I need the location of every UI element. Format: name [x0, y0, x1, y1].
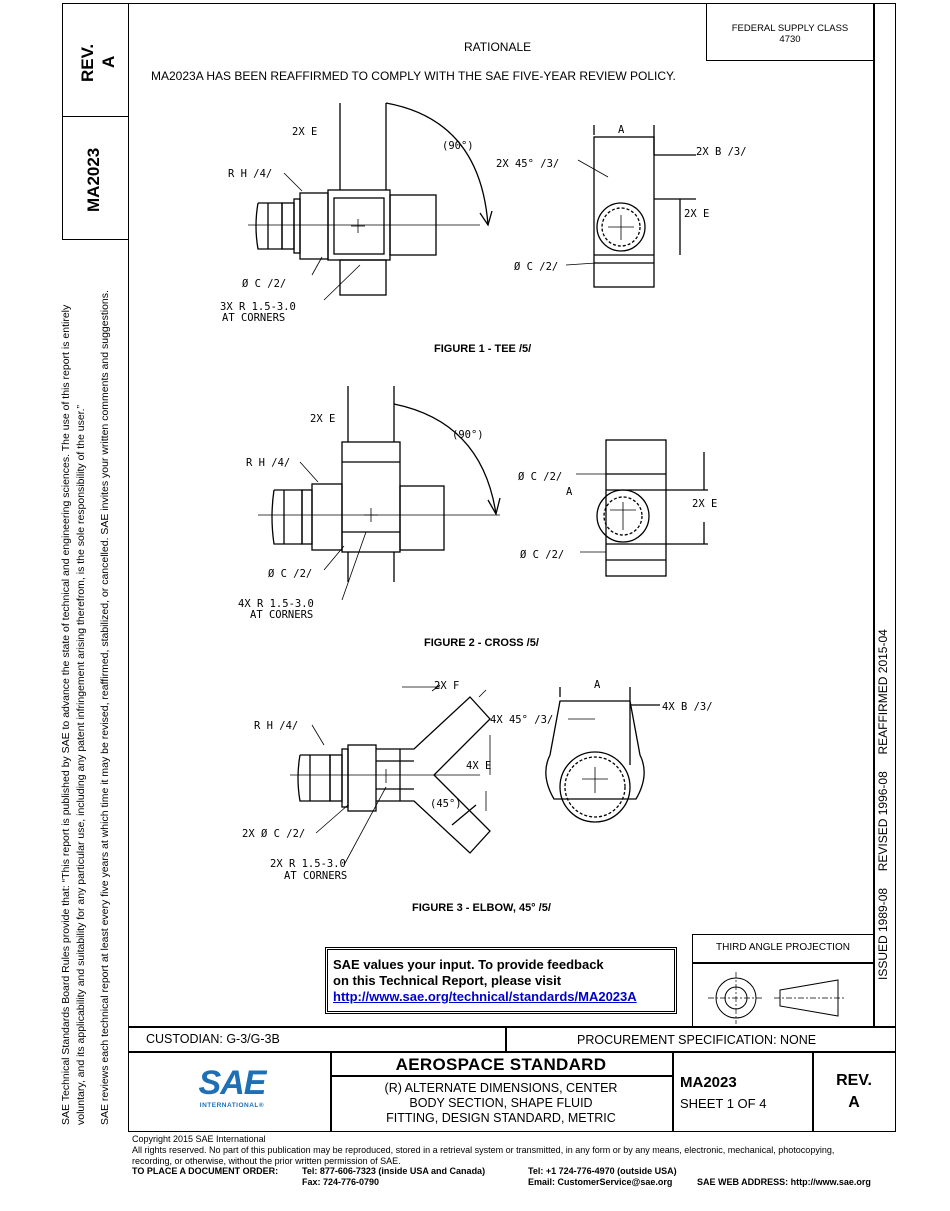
svg-text:Ø C /2/: Ø C /2/: [242, 278, 286, 290]
feedback-link[interactable]: http://www.sae.org/technical/standards/M…: [333, 989, 637, 1004]
copyright: Copyright 2015 SAE International: [132, 1134, 266, 1144]
svg-text:2X B /3/: 2X B /3/: [696, 146, 747, 158]
projection-box: [692, 934, 874, 1028]
svg-text:A: A: [594, 679, 601, 691]
projection-label: THIRD ANGLE PROJECTION: [716, 942, 850, 953]
sae-logo-subtext: INTERNATIONAL®: [199, 1102, 265, 1109]
tel-usa: Tel: 877-606-7323 (inside USA and Canada…: [302, 1166, 486, 1176]
supply-class-box: [706, 3, 874, 61]
date-strip-divider: [873, 3, 875, 1027]
fax: Fax: 724-776-0790: [302, 1177, 380, 1187]
doc-title-line-1: (R) ALTERNATE DIMENSIONS, CENTER: [384, 1081, 618, 1095]
main-frame: [128, 3, 896, 1132]
figure-2-cross-drawing: 2X E (90°) R H /4/ Ø C /2/ 4X R 1.5-3.0 …: [238, 386, 717, 621]
figure-1-caption: FIGURE 1 - TEE /5/: [434, 343, 532, 355]
doc-title-line-2: BODY SECTION, SHAPE FLUID: [409, 1096, 593, 1110]
sae-logo-mark: SAE: [198, 1064, 267, 1102]
svg-text:Ø C /2/: Ø C /2/: [518, 471, 562, 483]
web-address: SAE WEB ADDRESS: http://www.sae.org: [697, 1177, 871, 1187]
svg-text:4X E: 4X E: [466, 760, 491, 772]
svg-text:AT CORNERS: AT CORNERS: [250, 609, 313, 621]
svg-text:(90°): (90°): [452, 429, 484, 441]
disclaimer-line-2: voluntary, and its applicability and sui…: [75, 404, 87, 1125]
svg-text:4X 45° /3/: 4X 45° /3/: [490, 714, 553, 726]
svg-text:4X B /3/: 4X B /3/: [662, 701, 713, 713]
issue-dates: ISSUED 1989-08 REVISED 1996-08 REAFFIRME…: [876, 629, 890, 980]
sheet-number: SHEET 1 OF 4: [680, 1096, 767, 1111]
svg-text:2X 45° /3/: 2X 45° /3/: [496, 158, 559, 170]
feedback-line-2: on this Technical Report, please visit: [333, 973, 562, 988]
figure-1-tee-drawing: 2X E (90°) R H /4/ Ø C /2/ 3X R 1.5-3.0 …: [220, 102, 747, 324]
title-block-top-rule: [128, 1026, 896, 1028]
rationale-text: MA2023A HAS BEEN REAFFIRMED TO COMPLY WI…: [151, 69, 676, 83]
custodian-divider: [505, 1026, 507, 1052]
figure-3-elbow-drawing: 2X F R H /4/ 4X E (45°) 2X Ø C /2/ 2X R …: [242, 679, 713, 882]
svg-text:R H /4/: R H /4/: [246, 457, 290, 469]
rights-line-1: All rights reserved. No part of this pub…: [132, 1145, 835, 1155]
procurement-spec: PROCUREMENT SPECIFICATION: NONE: [577, 1033, 817, 1047]
svg-text:Ø C /2/: Ø C /2/: [514, 261, 558, 273]
feedback-line-1: SAE values your input. To provide feedba…: [333, 957, 604, 972]
email: Email: CustomerService@sae.org: [528, 1177, 673, 1187]
svg-text:(90°): (90°): [442, 140, 474, 152]
doc-title-line-3: FITTING, DESIGN STANDARD, METRIC: [386, 1111, 616, 1125]
svg-text:4X R 1.5-3.0: 4X R 1.5-3.0: [238, 598, 314, 610]
logo-divider: [330, 1051, 332, 1132]
figure-3-caption: FIGURE 3 - ELBOW, 45° /5/: [412, 902, 551, 914]
third-angle-projection-icon: [708, 972, 846, 1024]
sae-logo: SAE INTERNATIONAL®: [196, 1066, 268, 1116]
custodian: CUSTODIAN: G-3/G-3B: [146, 1032, 280, 1046]
svg-text:2X E: 2X E: [292, 126, 317, 138]
svg-text:2X E: 2X E: [310, 413, 335, 425]
svg-text:AT CORNERS: AT CORNERS: [284, 870, 347, 882]
title-doc-number: MA2023: [680, 1074, 737, 1091]
svg-text:Ø C /2/: Ø C /2/: [268, 568, 312, 580]
standard-type: AEROSPACE STANDARD: [395, 1055, 607, 1074]
svg-text:2X Ø C /2/: 2X Ø C /2/: [242, 828, 305, 840]
svg-text:3X R 1.5-3.0: 3X R 1.5-3.0: [220, 301, 296, 313]
svg-text:A: A: [618, 124, 625, 136]
tel-intl: Tel: +1 724-776-4970 (outside USA): [528, 1166, 677, 1176]
title-rev-label: REV.: [836, 1072, 872, 1089]
rights-line-2: recording, or otherwise, without the pri…: [132, 1156, 401, 1166]
title-rev-value: A: [848, 1094, 860, 1111]
figure-2-caption: FIGURE 2 - CROSS /5/: [424, 637, 539, 649]
svg-text:2X E: 2X E: [684, 208, 709, 220]
disclaimer-line-1: SAE Technical Standards Board Rules prov…: [60, 304, 72, 1125]
svg-text:R H /4/: R H /4/: [228, 168, 272, 180]
side-rev-value: A: [99, 55, 118, 68]
order-label: TO PLACE A DOCUMENT ORDER:: [132, 1166, 279, 1176]
svg-text:(45°): (45°): [430, 798, 462, 810]
svg-text:Ø C /2/: Ø C /2/: [520, 549, 564, 561]
standard-type-rule: [330, 1075, 672, 1077]
side-doc-number: MA2023: [84, 147, 103, 212]
rationale-title: RATIONALE: [464, 40, 532, 54]
svg-text:R H /4/: R H /4/: [254, 720, 298, 732]
title-block-mid-rule: [128, 1051, 896, 1053]
number-divider: [672, 1051, 674, 1132]
disclaimer-line-3: SAE reviews each technical report at lea…: [99, 290, 111, 1125]
rev-divider: [812, 1051, 814, 1132]
svg-text:2X E: 2X E: [692, 498, 717, 510]
svg-text:AT CORNERS: AT CORNERS: [222, 312, 285, 324]
svg-text:2X F: 2X F: [434, 680, 459, 692]
projection-divider: [692, 962, 874, 964]
supply-class-label: FEDERAL SUPPLY CLASS: [731, 23, 849, 34]
side-rev-label: REV.: [78, 43, 97, 82]
supply-class-value: 4730: [779, 34, 801, 45]
svg-text:2X R 1.5-3.0: 2X R 1.5-3.0: [270, 858, 346, 870]
feedback-box: [325, 947, 677, 1014]
svg-text:A: A: [566, 486, 573, 498]
